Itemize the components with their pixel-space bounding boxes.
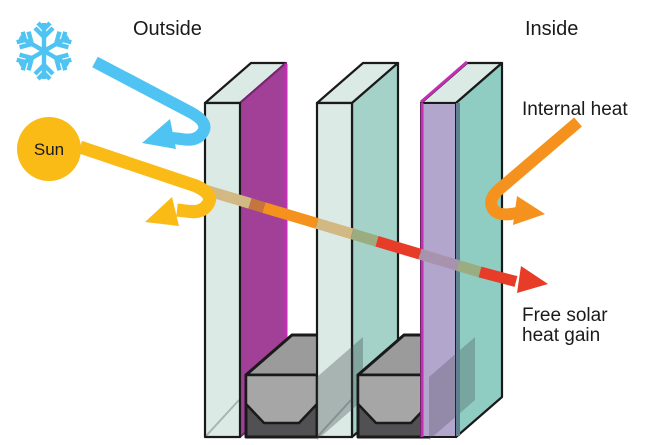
inside-label: Inside xyxy=(525,18,578,40)
cold-reflection-arrowhead xyxy=(142,119,176,149)
pane1-inner-edge-line xyxy=(205,399,240,437)
spacer2-through-glass-shadow xyxy=(429,337,475,440)
ray-cavity2-red xyxy=(375,236,422,260)
free-solar-heat-gain-label-line2: heat gain xyxy=(522,325,600,346)
sun-icon: Sun xyxy=(17,117,81,181)
pane2-inner-edge-line xyxy=(317,399,352,437)
spacer1-through-glass-shadow xyxy=(317,337,363,440)
glass-pane-inner xyxy=(419,60,504,440)
ray-through-pane3-coating xyxy=(418,248,460,271)
spacer1-profile xyxy=(244,373,319,425)
ray-cavity1-orange xyxy=(262,202,319,229)
snowflake-icon xyxy=(16,21,72,81)
sun-reflection-arrowhead xyxy=(145,197,179,226)
ray-through-pane2-back xyxy=(350,228,379,247)
spacer2-profile xyxy=(356,373,431,425)
ray-through-pane2-glass xyxy=(315,218,354,240)
glass-pane-middle xyxy=(315,61,400,439)
solar-gain-arrowhead xyxy=(517,266,548,293)
sun-ray-arrow xyxy=(77,140,216,226)
ray-through-pane3-glass xyxy=(456,260,482,278)
outside-label: Outside xyxy=(133,18,202,40)
pane2-front-face xyxy=(315,101,354,439)
pane3-coating-edge-top xyxy=(420,60,468,104)
internal-heat-arrowhead xyxy=(513,196,545,225)
internal-heat-label: Internal heat xyxy=(522,99,628,120)
sun-label: Sun xyxy=(34,140,64,159)
pane1-front-face xyxy=(203,101,242,439)
internal-heat-arrow xyxy=(485,117,582,225)
free-solar-heat-gain-label-line1: Free solar xyxy=(522,305,608,326)
ray-exit-red xyxy=(478,266,518,287)
ray-through-coating xyxy=(248,198,266,213)
cold-reflection-arrow xyxy=(92,56,211,149)
